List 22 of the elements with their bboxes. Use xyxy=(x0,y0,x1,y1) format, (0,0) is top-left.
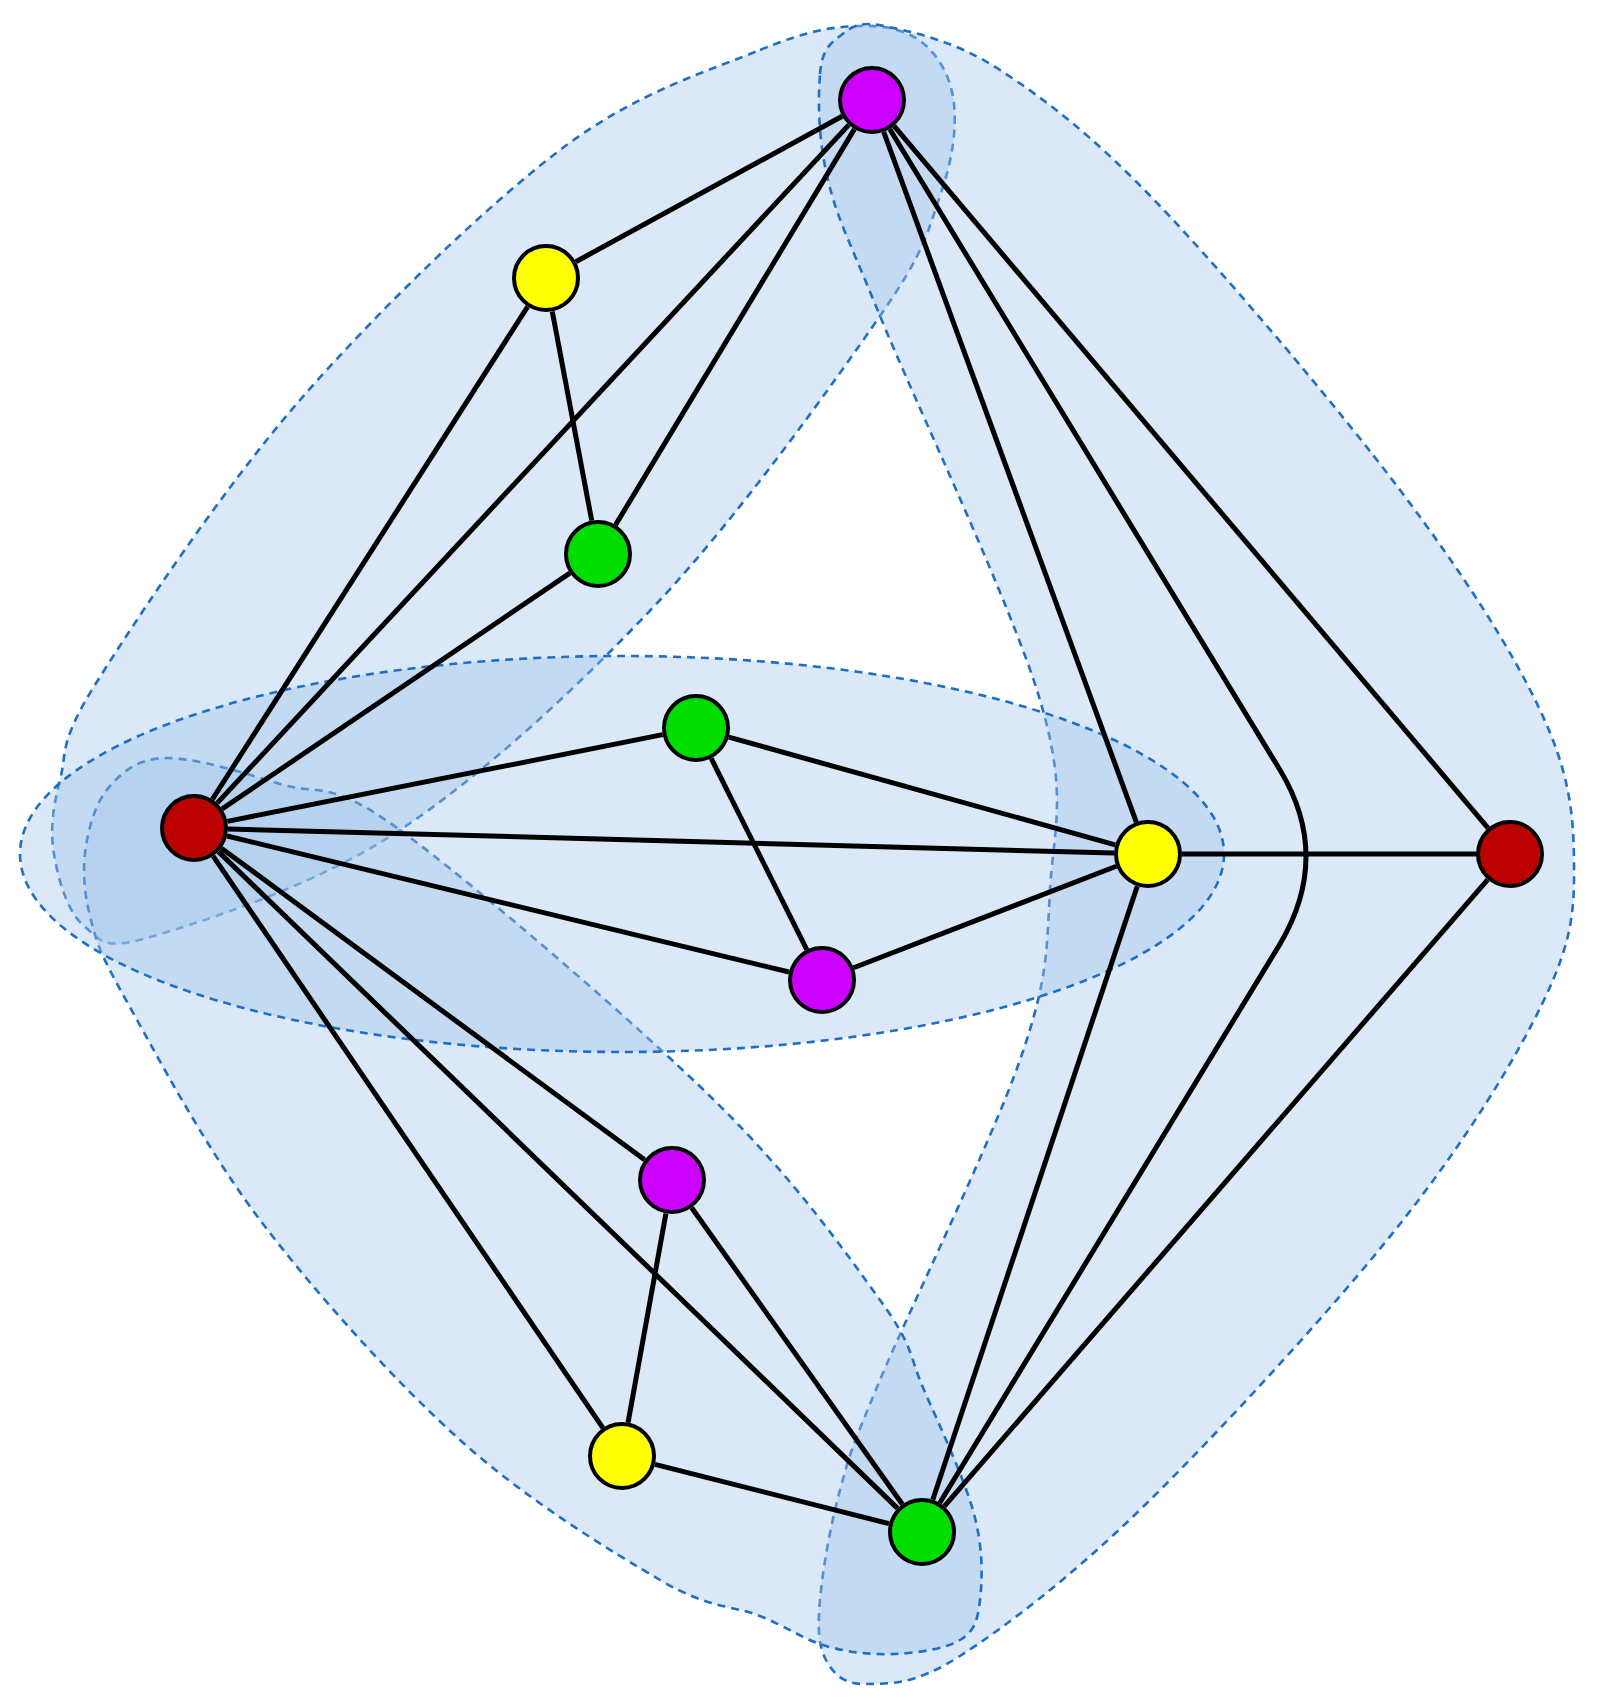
edge-line xyxy=(226,732,664,824)
edge-line xyxy=(211,854,605,1430)
edge-line xyxy=(654,1461,890,1527)
edge-line xyxy=(549,310,595,522)
edge-line xyxy=(852,863,1118,971)
edge-line xyxy=(942,878,1490,1508)
edge-line xyxy=(210,305,530,801)
edge-line xyxy=(728,734,1116,848)
edge-line xyxy=(227,826,1115,856)
edge-line xyxy=(881,131,1139,823)
edge-line xyxy=(930,885,1140,1501)
edge-line xyxy=(215,123,851,805)
edge-line xyxy=(1182,851,1476,857)
edge-line xyxy=(226,833,790,975)
edge-line xyxy=(216,849,900,1511)
edge-line xyxy=(574,114,844,264)
edge-line xyxy=(219,846,647,1162)
edge-line xyxy=(708,757,810,951)
edge-line xyxy=(625,1213,669,1423)
edge-line xyxy=(892,124,1490,830)
edge-line xyxy=(220,571,572,811)
edge-line xyxy=(689,1206,905,1506)
